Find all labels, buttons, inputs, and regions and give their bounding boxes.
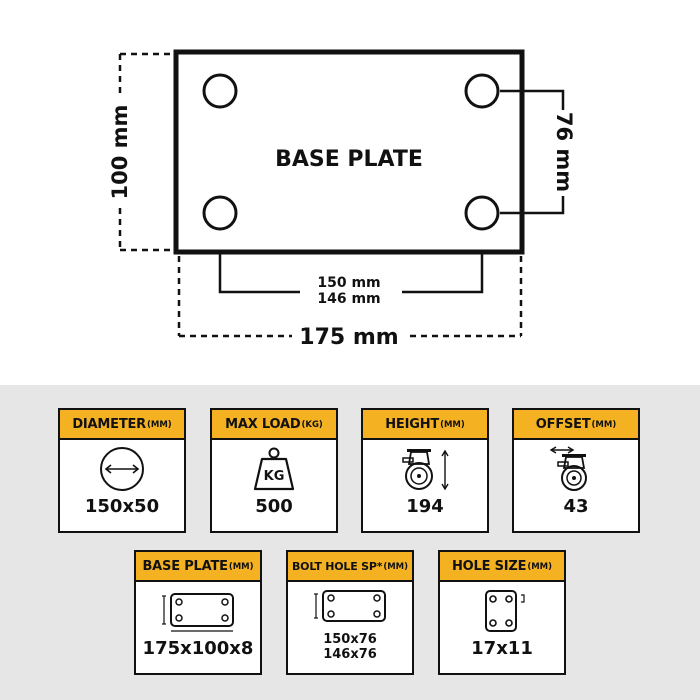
hole-vertical-label: 76 mm xyxy=(552,112,576,192)
spec-title: BOLT HOLE SP* xyxy=(292,559,383,573)
spec-card-header: MAX LOAD(KG) xyxy=(212,410,336,440)
spec-card-header: DIAMETER(MM) xyxy=(60,410,184,440)
bolt-hole-bottom-left xyxy=(202,195,238,231)
hole-size-icon xyxy=(440,588,564,634)
spec-card-diameter: DIAMETER(MM) 150x50 xyxy=(58,408,186,533)
spec-unit: (MM) xyxy=(440,420,465,430)
spec-card-header: OFFSET(MM) xyxy=(514,410,638,440)
height-label: 100 mm xyxy=(108,105,132,200)
spec-title: HEIGHT xyxy=(385,416,440,432)
spec-card-header: BOLT HOLE SP*(MM) xyxy=(288,552,412,582)
spec-title: HOLE SIZE xyxy=(451,558,527,574)
spec-value-1: 150x76 xyxy=(323,632,377,647)
weight-kg-icon: KG xyxy=(212,446,336,492)
spec-card-base-plate: BASE PLATE(MM) 175x100x8 xyxy=(134,550,262,675)
wheel-diameter-icon xyxy=(60,446,184,492)
hole-vertical-dimension xyxy=(500,89,565,215)
hole-spacing-a: 150 mm xyxy=(317,275,380,291)
castor-offset-icon xyxy=(514,446,638,492)
spec-value-group: 150x76 146x76 xyxy=(288,632,412,662)
spec-unit: (MM) xyxy=(228,562,254,572)
bolt-hole-top-right xyxy=(464,73,500,109)
spec-card-max-load: MAX LOAD(KG) KG 500 xyxy=(210,408,338,533)
base-plate-drawing: BASE PLATE 100 mm 76 mm 150 mm 146 mm 17… xyxy=(108,49,576,350)
spec-value: 194 xyxy=(406,496,444,517)
weight-kg-icon-text: KG xyxy=(264,469,285,484)
spec-unit: (KG) xyxy=(301,420,323,430)
spec-card-bolt-hole: BOLT HOLE SP*(MM) 150x76 146x76 xyxy=(286,550,414,675)
spec-card-header: HOLE SIZE(MM) xyxy=(440,552,564,582)
height-dimension xyxy=(118,52,174,252)
spec-value: 150x50 xyxy=(84,496,160,517)
spec-unit: (MM) xyxy=(383,562,408,572)
spec-title: MAX LOAD xyxy=(225,416,301,432)
spec-value: 175x100x8 xyxy=(142,638,254,659)
dimension-diagram: BASE PLATE 100 mm 76 mm 150 mm 146 mm 17… xyxy=(108,49,576,350)
base-plate-icon xyxy=(136,588,260,634)
spec-card-hole-size: HOLE SIZE(MM) 17x11 xyxy=(438,550,566,675)
bolt-hole-spacing-icon xyxy=(288,586,412,626)
spec-unit: (MM) xyxy=(146,420,172,430)
spec-card-height: HEIGHT(MM) 194 xyxy=(361,408,489,533)
castor-height-icon xyxy=(363,446,487,492)
spec-unit: (MM) xyxy=(591,420,617,430)
spec-card-header: BASE PLATE(MM) xyxy=(136,552,260,582)
spec-unit: (MM) xyxy=(527,562,552,572)
bolt-hole-bottom-right xyxy=(464,195,500,231)
spec-title: OFFSET xyxy=(535,416,591,432)
spec-card-header: HEIGHT(MM) xyxy=(363,410,487,440)
spec-value: 17x11 xyxy=(471,638,533,659)
spec-value-2: 146x76 xyxy=(323,647,377,662)
bolt-hole-top-left xyxy=(202,73,238,109)
spec-title: BASE PLATE xyxy=(142,558,228,574)
spec-card-offset: OFFSET(MM) 43 xyxy=(512,408,640,533)
spec-title: DIAMETER xyxy=(72,416,146,432)
spec-value: 43 xyxy=(563,496,589,517)
width-label: 175 mm xyxy=(299,325,398,350)
plate-label: BASE PLATE xyxy=(275,147,423,172)
spec-value: 500 xyxy=(255,496,293,517)
hole-spacing-b: 146 mm xyxy=(317,291,380,307)
